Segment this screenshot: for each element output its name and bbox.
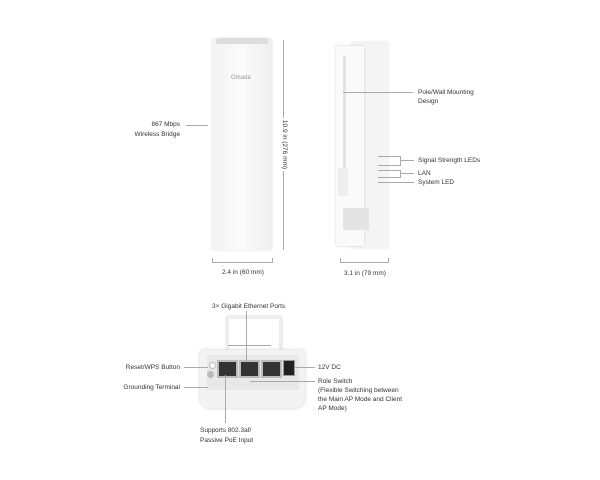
system-led-label: System LED bbox=[418, 179, 455, 186]
ethernet-port-1 bbox=[217, 360, 238, 378]
reset-button bbox=[209, 362, 216, 369]
signal-leds-label: Signal Strength LEDs bbox=[418, 157, 481, 164]
ground-label: Grounding Terminal bbox=[123, 384, 180, 391]
ground-terminal bbox=[207, 371, 214, 378]
front-device: Omada bbox=[212, 38, 272, 250]
dc-label: 12V DC bbox=[318, 364, 341, 371]
bridge-label-2: Wireless Bridge bbox=[134, 131, 180, 138]
width-dimension: 2.4 in (60 mm) bbox=[222, 269, 264, 276]
reset-label: Reset/WPS Button bbox=[125, 364, 180, 371]
role-switch-label-3: the Main AP Mode and Client bbox=[318, 396, 403, 403]
mount-label-2: Design bbox=[418, 98, 439, 105]
poe-label-1: Supports 802.3af/ bbox=[200, 427, 252, 434]
omada-logo: Omada bbox=[231, 75, 251, 81]
side-device bbox=[333, 38, 388, 248]
ethernet-port-2 bbox=[239, 360, 260, 378]
role-switch-label-4: AP Mode) bbox=[318, 405, 347, 412]
role-switch-label-2: (Flexible Switching between bbox=[318, 387, 399, 394]
bottom-device bbox=[195, 315, 310, 410]
bridge-label-1: 867 Mbps bbox=[151, 121, 180, 128]
lan-label: LAN bbox=[418, 170, 431, 177]
depth-dimension: 3.1 in (79 mm) bbox=[344, 270, 386, 277]
ethernet-port-3 bbox=[261, 360, 282, 378]
mount-label-1: Pole/Wall Mounting bbox=[418, 89, 474, 96]
dc-port bbox=[283, 360, 295, 376]
height-dimension: 10.9 in (276 mm) bbox=[280, 117, 290, 172]
role-switch-label-1: Role Switch bbox=[318, 378, 353, 385]
ports-label: 3× Gigabit Ethernet Ports bbox=[212, 303, 286, 310]
poe-label-2: Passive PoE Input bbox=[200, 437, 254, 444]
